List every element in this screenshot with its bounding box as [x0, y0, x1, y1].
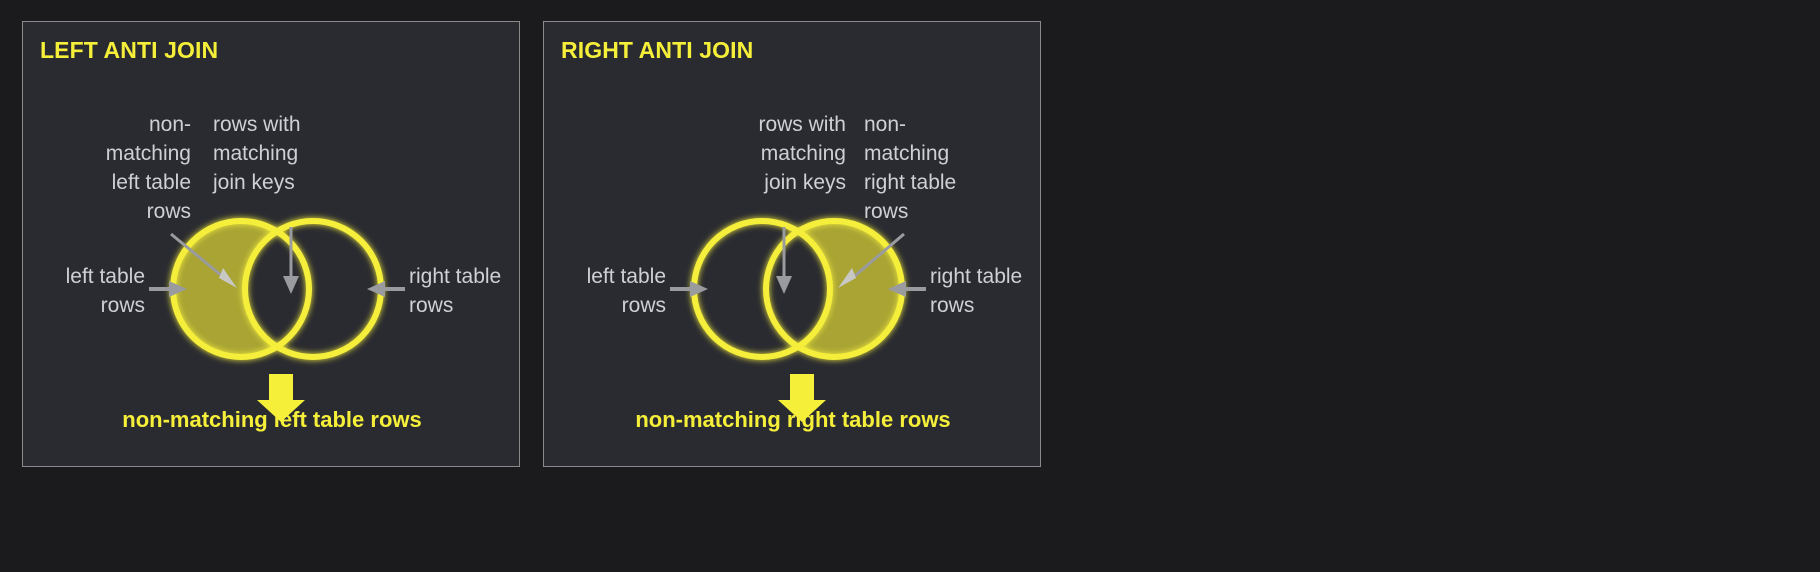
leader-matching	[283, 227, 299, 294]
panel-caption: non-matching left table rows	[122, 407, 422, 432]
leader-right-table-rows	[367, 281, 405, 297]
label-left-table-rows: left table rows	[586, 265, 666, 317]
label-left-table-rows: left table rows	[65, 265, 145, 317]
label-non-matching-left-table-rows: non- matching left table rows	[105, 113, 191, 223]
venn-diagram-left: non- matching left table rows rows with …	[23, 22, 519, 466]
leader-left-table-rows	[670, 281, 708, 297]
leader-non-matching	[170, 232, 237, 288]
panel-title: LEFT ANTI JOIN	[40, 37, 219, 63]
panel-right-anti-join: RIGHT ANTI JOIN	[543, 21, 1041, 467]
leader-matching	[776, 227, 792, 294]
label-right-table-rows: right table rows	[409, 265, 502, 317]
label-right-table-rows: right table rows	[930, 265, 1023, 317]
leader-non-matching	[838, 232, 905, 288]
panel-left-anti-join: LEFT ANTI JOIN	[22, 21, 520, 467]
label-rows-with-matching-join-keys: rows with matching join keys	[213, 113, 301, 194]
panel-title: RIGHT ANTI JOIN	[561, 37, 754, 63]
down-arrow-icon	[778, 374, 826, 422]
panel-caption: non-matching right table rows	[635, 407, 951, 432]
leader-right-table-rows	[888, 281, 926, 297]
venn-diagram-right: rows with matching join keys non- matchi…	[544, 22, 1040, 466]
label-non-matching-right-table-rows: non- matching right table rows	[864, 113, 957, 223]
down-arrow-icon	[257, 374, 305, 422]
venn-svg	[149, 212, 405, 422]
leader-left-table-rows	[149, 281, 187, 297]
label-rows-with-matching-join-keys: rows with matching join keys	[758, 113, 846, 194]
venn-svg	[670, 212, 926, 422]
